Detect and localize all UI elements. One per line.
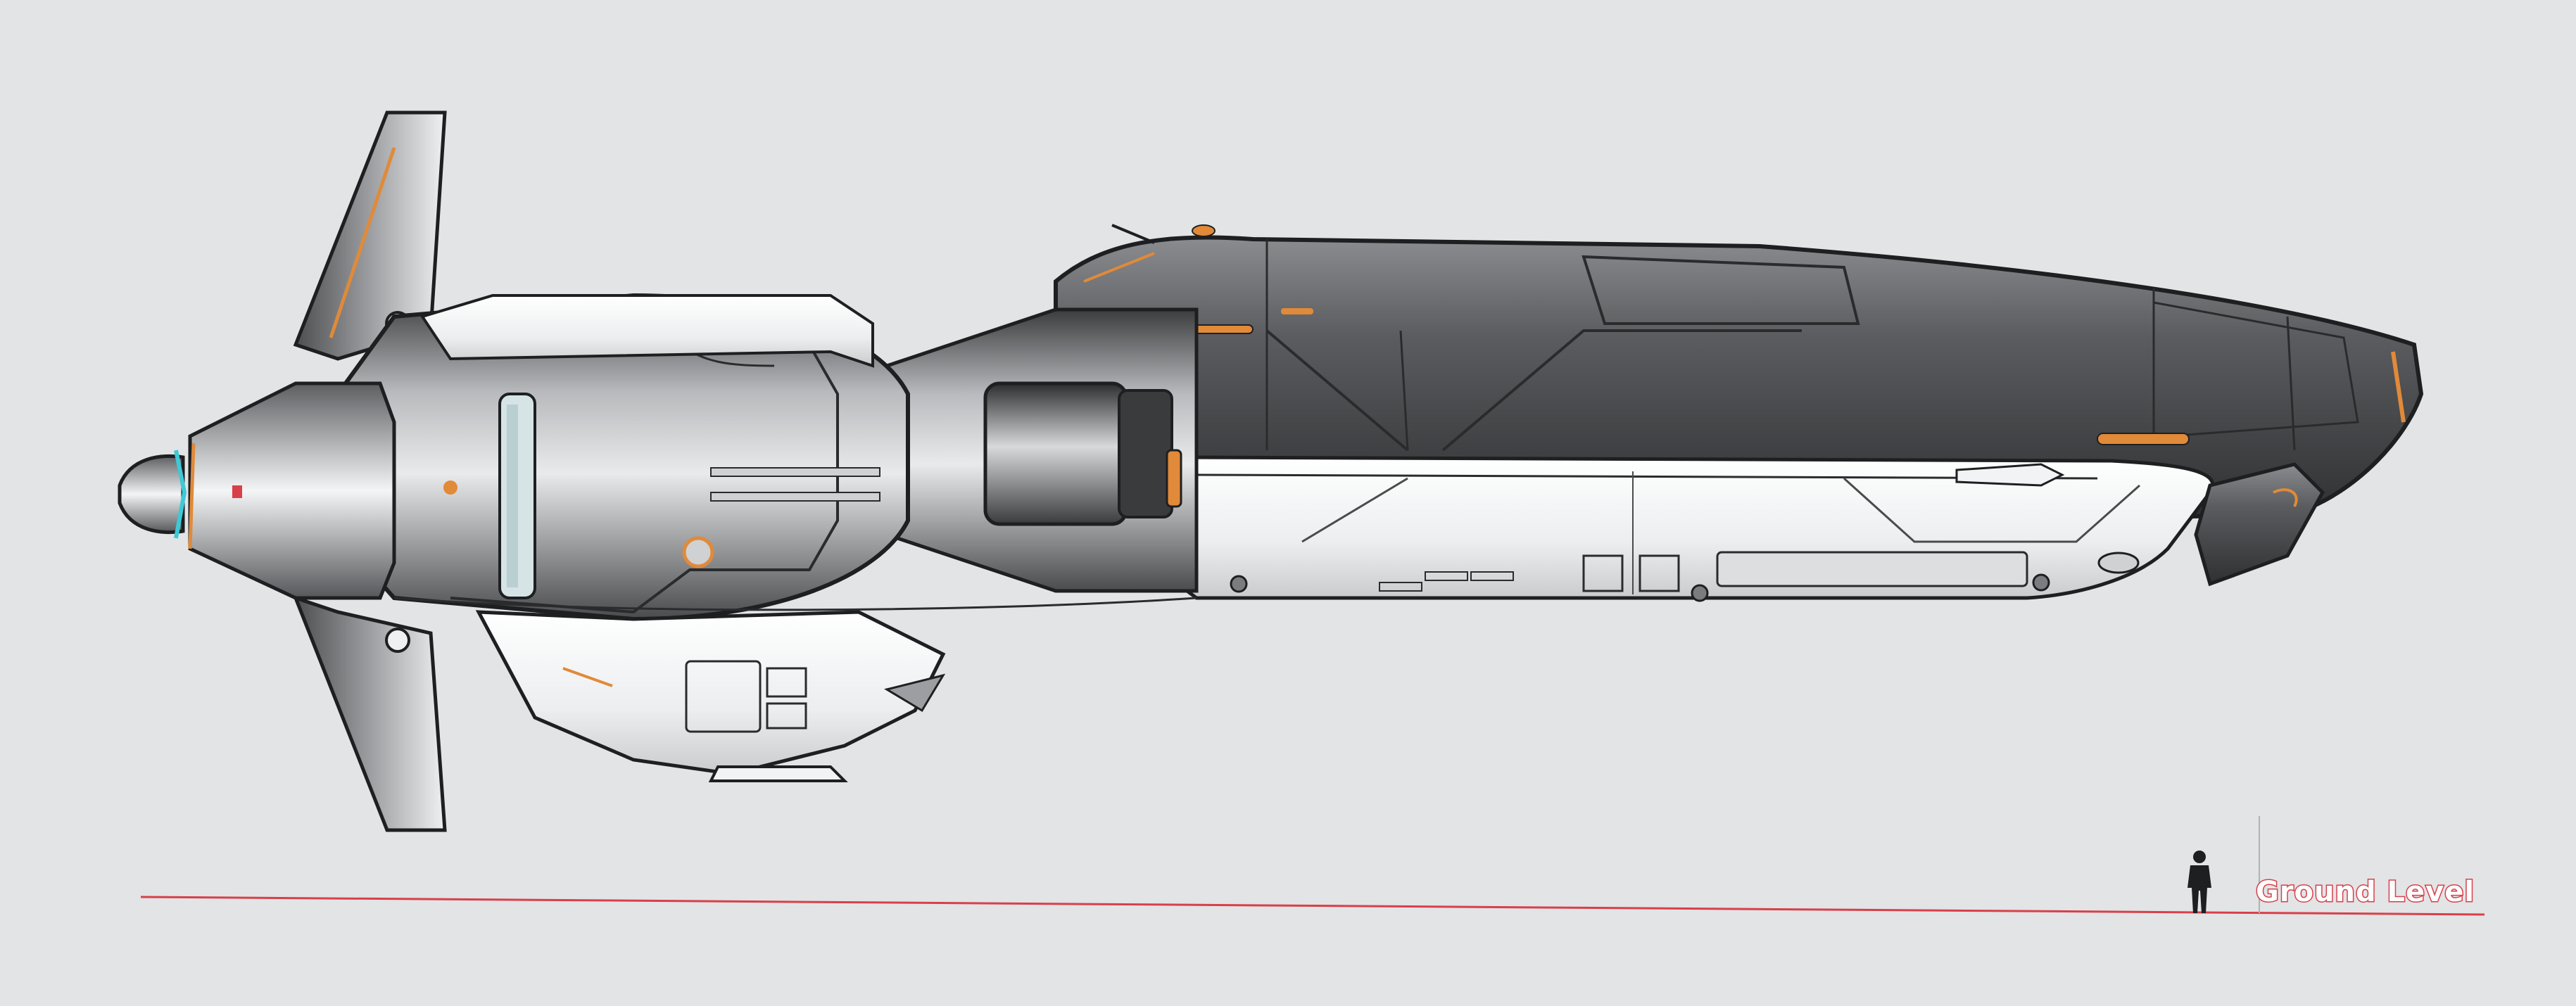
nose-cap xyxy=(2097,462,2325,587)
ground-line xyxy=(140,896,2485,916)
cargo-bay xyxy=(1166,455,2215,602)
lower-intake xyxy=(475,610,946,782)
main-hull xyxy=(1054,235,2424,523)
lower-tail-fin xyxy=(292,594,447,832)
human-silhouette-icon xyxy=(2187,851,2211,913)
upper-intake xyxy=(419,224,1216,368)
connector-neck xyxy=(885,307,1199,593)
rear-nozzle xyxy=(118,381,457,600)
ground-level-label: Ground Level xyxy=(2254,875,2475,910)
hull-seam xyxy=(393,597,1197,611)
